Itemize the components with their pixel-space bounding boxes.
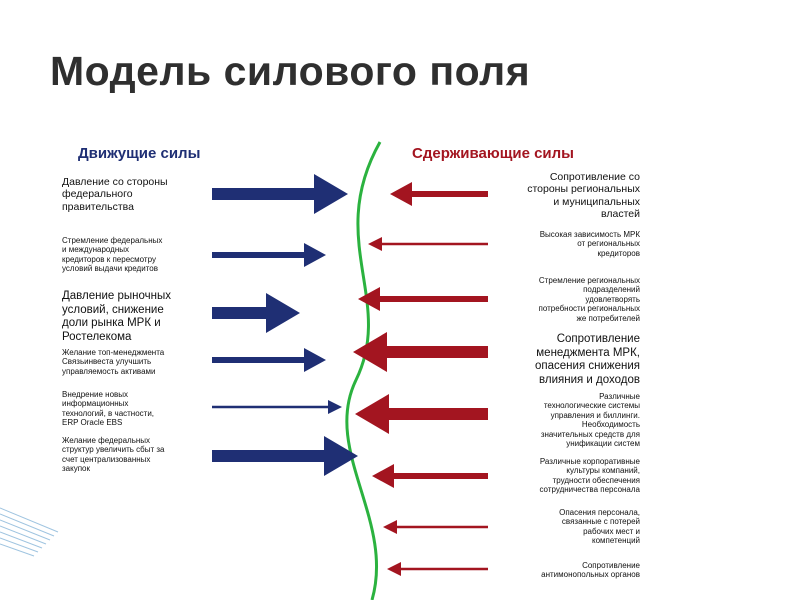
- restraining-force-label: Различные корпоративные культуры компани…: [539, 457, 640, 495]
- restraining-forces-header: Сдерживающие силы: [412, 145, 574, 162]
- restraining-force-arrow: [355, 394, 488, 434]
- driving-force-label: Давление рыночных условий, снижение доли…: [62, 290, 172, 343]
- restraining-force-label: Сопротивление менеджмента МРК, опасения …: [535, 333, 640, 386]
- restraining-force-arrow: [368, 237, 488, 251]
- restraining-force-label: Опасения персонала, связанные с потерей …: [559, 508, 640, 546]
- slide-title: Модель силового поля: [50, 48, 531, 94]
- driving-force-arrow: [212, 400, 342, 414]
- driving-force-arrow: [212, 348, 326, 372]
- restraining-force-label: Сопротивление антимонопольных органов: [541, 561, 640, 580]
- restraining-force-arrow: [387, 562, 488, 576]
- driving-force-arrow: [212, 293, 300, 333]
- driving-force-label: Желание федеральных структур увеличить с…: [62, 436, 165, 474]
- restraining-force-arrow: [353, 332, 488, 372]
- restraining-force-label: Стремление региональных подразделений уд…: [538, 276, 641, 323]
- restraining-force-arrow: [390, 182, 488, 206]
- restraining-force-arrow: [372, 464, 488, 488]
- equilibrium-line: [345, 141, 382, 600]
- driving-force-arrow: [212, 174, 348, 214]
- driving-force-arrow: [212, 436, 358, 476]
- corner-decoration: [0, 507, 59, 557]
- restraining-force-label: Сопротивление со стороны региональных и …: [527, 171, 640, 221]
- driving-force-arrow: [212, 243, 326, 267]
- restraining-force-label: Различные технологические системы управл…: [540, 392, 640, 449]
- driving-force-label: Внедрение новых информационных технологи…: [62, 390, 155, 428]
- restraining-force-arrow: [383, 520, 488, 534]
- driving-forces-header: Движущие силы: [78, 145, 201, 162]
- driving-force-label: Давление со стороны федерального правите…: [62, 176, 168, 213]
- restraining-force-arrow: [358, 287, 488, 311]
- driving-force-label: Стремление федеральных и международных к…: [62, 236, 163, 274]
- restraining-force-label: Высокая зависимость МРК от региональных …: [539, 230, 640, 258]
- driving-force-label: Желание топ-менеджмента Связьинвеста улу…: [62, 348, 165, 376]
